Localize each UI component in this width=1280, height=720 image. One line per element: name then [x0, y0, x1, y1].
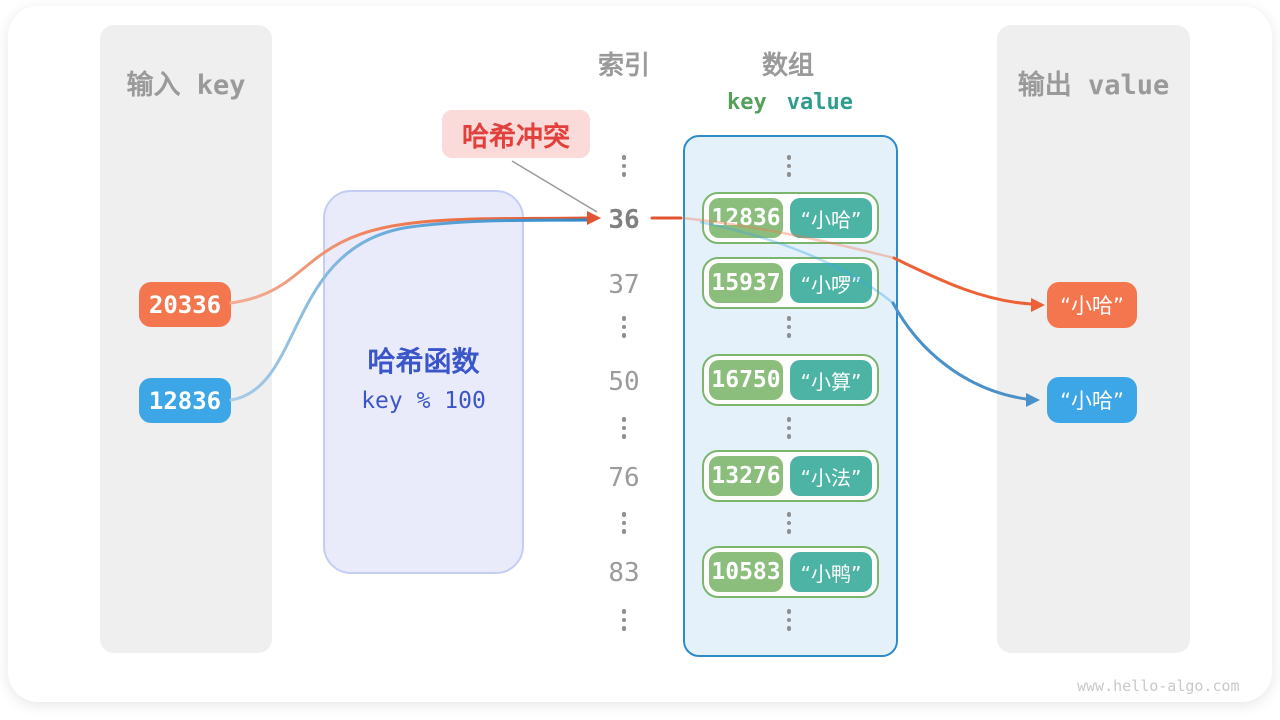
bucket-key: 12836 — [709, 198, 783, 238]
ellipsis-icon — [784, 609, 794, 631]
array-row-bucket-50: 16750 “小算” — [702, 354, 879, 406]
key-header-label: key — [727, 90, 767, 115]
array-key-value-header: key value — [705, 90, 875, 115]
index-36: 36 — [608, 205, 640, 235]
index-50: 50 — [608, 367, 640, 397]
index-column-title: 索引 — [597, 51, 650, 81]
input-key-column: 输入 key — [100, 25, 272, 653]
output-column-title: 输出 value — [1017, 70, 1170, 101]
bucket-value: “小啰” — [790, 263, 872, 303]
ellipsis-icon — [784, 417, 794, 439]
ellipsis-icon — [619, 609, 629, 631]
input-column-title: 输入 key — [126, 70, 246, 101]
array-column-title: 数组 — [761, 51, 814, 81]
output-value-column: 输出 value — [997, 25, 1190, 653]
ellipsis-icon — [784, 316, 794, 338]
hash-function-formula: key % 100 — [361, 388, 486, 414]
bucket-key: 13276 — [709, 456, 783, 496]
index-37: 37 — [608, 270, 640, 300]
bucket-key: 10583 — [709, 552, 783, 592]
index-83: 83 — [608, 558, 640, 588]
value-header-label: value — [786, 90, 853, 115]
array-row-bucket-37: 15937 “小啰” — [702, 257, 879, 309]
bucket-value: “小法” — [790, 456, 872, 496]
array-row-bucket-76: 13276 “小法” — [702, 450, 879, 502]
array-row-bucket-36: 12836 “小哈” — [702, 192, 879, 244]
array-row-bucket-83: 10583 “小鸭” — [702, 546, 879, 598]
ellipsis-icon — [784, 155, 794, 177]
hash-function-title: 哈希函数 — [367, 345, 480, 378]
ellipsis-icon — [784, 512, 794, 534]
index-76: 76 — [608, 463, 640, 493]
hash-function-box: 哈希函数 key % 100 — [323, 190, 524, 574]
output-value-orange: “小哈” — [1047, 282, 1137, 328]
ellipsis-icon — [619, 316, 629, 338]
bucket-key: 16750 — [709, 360, 783, 400]
bucket-value: “小算” — [790, 360, 872, 400]
bucket-value: “小哈” — [790, 198, 872, 238]
ellipsis-icon — [619, 155, 629, 177]
output-value-blue: “小哈” — [1047, 377, 1137, 423]
hash-collision-label: 哈希冲突 — [442, 110, 590, 158]
ellipsis-icon — [619, 417, 629, 439]
ellipsis-icon — [619, 512, 629, 534]
bucket-value: “小鸭” — [790, 552, 872, 592]
input-key-20336: 20336 — [139, 282, 231, 327]
input-key-12836: 12836 — [139, 378, 231, 423]
site-url: www.hello-algo.com — [1077, 677, 1240, 695]
bucket-key: 15937 — [709, 263, 783, 303]
